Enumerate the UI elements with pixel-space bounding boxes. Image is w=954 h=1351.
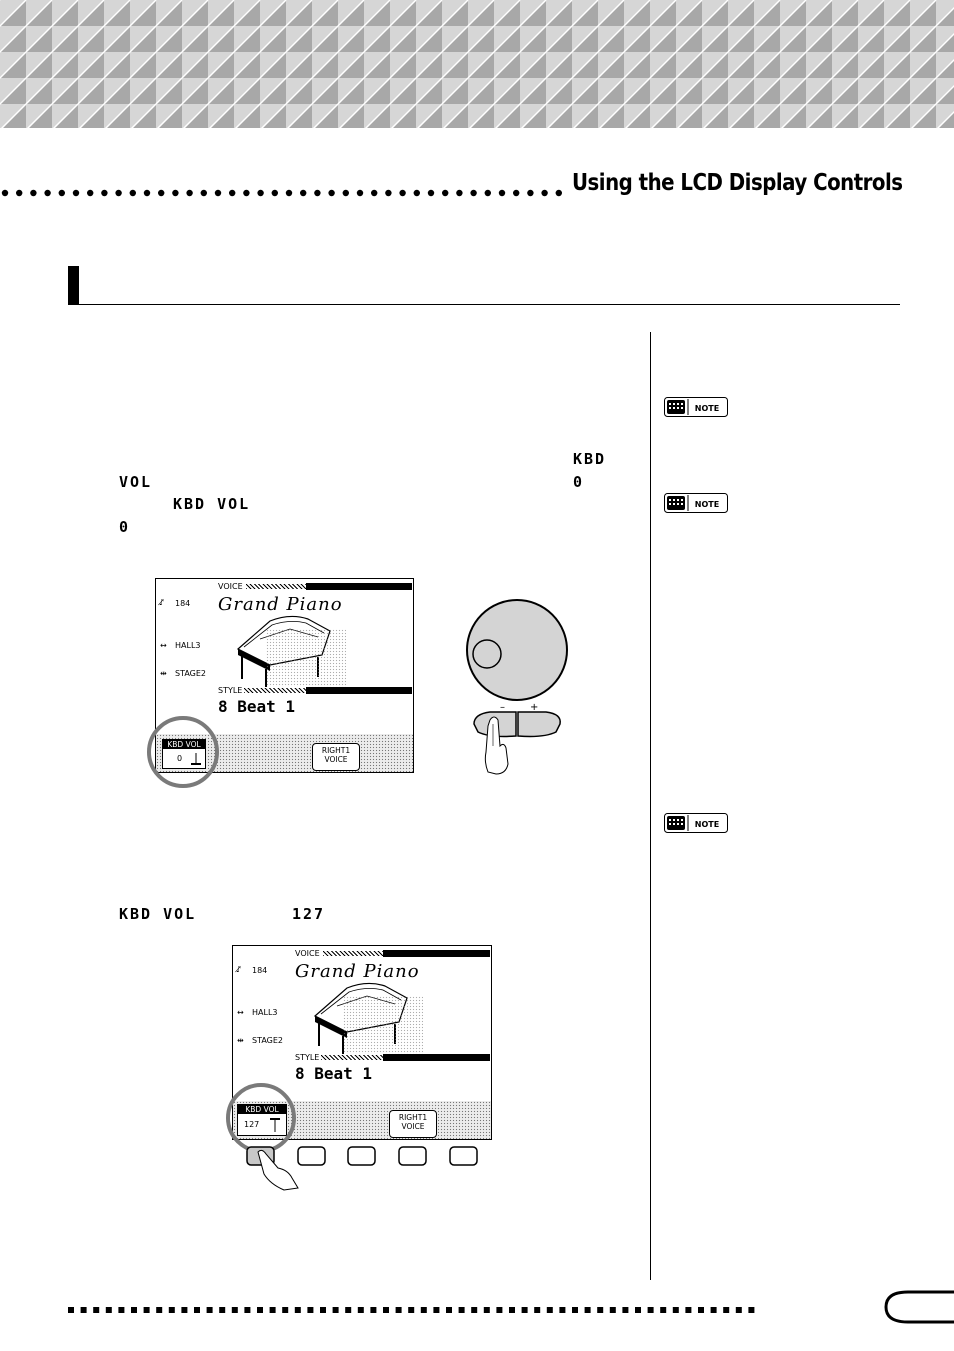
section-rule (68, 304, 900, 305)
value-127: 127 (292, 905, 326, 923)
param-vol: VOL (119, 473, 153, 491)
data-dial-control: – + (466, 599, 568, 775)
note-label: NOTE (695, 500, 719, 509)
note-label: NOTE (695, 820, 719, 829)
voice-name: Grand Piano (218, 594, 343, 615)
style-bar (306, 687, 412, 694)
value-zero: 0 (573, 473, 583, 491)
right1-label: RIGHT1 (321, 746, 351, 755)
voice-name: Grand Piano (295, 961, 420, 982)
style-name: 8 Beat 1 (218, 697, 296, 716)
kbd-vol-label: KBD VOL (163, 740, 205, 749)
hatch-bar (244, 688, 306, 693)
metronome-icon: ♪̸ (159, 598, 165, 607)
lcd-buttons-row (246, 1146, 478, 1191)
tempo-value: 184 (175, 599, 191, 608)
style-bar (383, 1054, 490, 1061)
voice-label: VOICE (324, 755, 348, 764)
voice-label: VOICE (218, 582, 243, 591)
slider-icon (270, 1118, 280, 1132)
metronome-icon: ♪̸ (236, 965, 242, 974)
lcd-screen: VOICE Grand Piano ♪̸ 184 ↔ HALL3 ⇹ STAGE… (232, 945, 492, 1140)
style-label: STYLE (295, 1053, 320, 1062)
right1-voice-button[interactable]: RIGHT1 VOICE (389, 1110, 437, 1138)
hand-pointer-icon (257, 1149, 299, 1191)
hatch-bar (321, 1055, 383, 1060)
style-name: 8 Beat 1 (295, 1064, 373, 1083)
kbd-vol-box[interactable]: KBD VOL 127 (237, 1104, 287, 1136)
slider-icon (191, 753, 201, 765)
data-dial[interactable] (466, 599, 568, 701)
note-label: NOTE (695, 404, 719, 413)
lcd-button-5[interactable] (449, 1146, 478, 1166)
right1-voice-button[interactable]: RIGHT1 VOICE (312, 743, 360, 771)
lcd-screen: VOICE Grand Piano ♪̸ 184 ↔ HALL3 ⇹ STAGE… (155, 578, 414, 773)
header-pattern (0, 0, 954, 128)
reverb-value: HALL3 (252, 1008, 278, 1017)
effect-icon: ⇹ (237, 1036, 244, 1045)
footer-dotted-rule (68, 1307, 755, 1313)
plus-label: + (530, 702, 538, 713)
tempo-value: 184 (252, 966, 268, 975)
value-zero: 0 (119, 518, 129, 536)
section-heading-marker (68, 266, 79, 304)
stipple-shading (343, 996, 423, 1054)
reverb-icon: ↔ (237, 1008, 244, 1017)
reverb-value: HALL3 (175, 641, 201, 650)
note-icon: NOTE (664, 813, 728, 833)
voice-bar (383, 950, 490, 957)
hatch-bar (323, 951, 383, 956)
highlight-circle (147, 716, 219, 788)
reverb-icon: ↔ (160, 641, 167, 650)
voice-label: VOICE (295, 949, 320, 958)
voice-label: VOICE (401, 1122, 425, 1131)
kbd-vol-value: 0 (177, 754, 183, 763)
lcd-button-2[interactable] (297, 1146, 326, 1166)
hand-pointer-icon (484, 716, 509, 775)
kbd-vol-label: KBD VOL (238, 1105, 286, 1114)
voice-bar (306, 583, 412, 590)
dotted-rule (1, 189, 562, 197)
lcd-button-4[interactable] (398, 1146, 427, 1166)
page-number-tab (884, 1290, 954, 1324)
hatch-bar (246, 584, 306, 589)
right1-label: RIGHT1 (398, 1113, 428, 1122)
dial-knob (472, 639, 502, 669)
kbd-vol-value: 127 (244, 1120, 260, 1129)
chapter-title: Using the LCD Display Controls (572, 170, 903, 196)
kbd-vol-box[interactable]: KBD VOL 0 (162, 739, 206, 769)
note-icon: NOTE (664, 493, 728, 513)
plus-button[interactable] (517, 711, 561, 738)
column-divider (650, 332, 651, 1280)
note-icon: NOTE (664, 397, 728, 417)
minus-label: – (500, 702, 505, 713)
effect-icon: ⇹ (160, 669, 167, 678)
param-kbd: KBD (573, 450, 607, 468)
lcd-button-3[interactable] (347, 1146, 376, 1166)
effect-value: STAGE2 (252, 1036, 284, 1045)
effect-value: STAGE2 (175, 669, 207, 678)
param-kbd-vol: KBD VOL (119, 905, 197, 923)
param-kbd-vol: KBD VOL (173, 495, 251, 513)
style-label: STYLE (218, 686, 243, 695)
stipple-shading (266, 629, 346, 687)
